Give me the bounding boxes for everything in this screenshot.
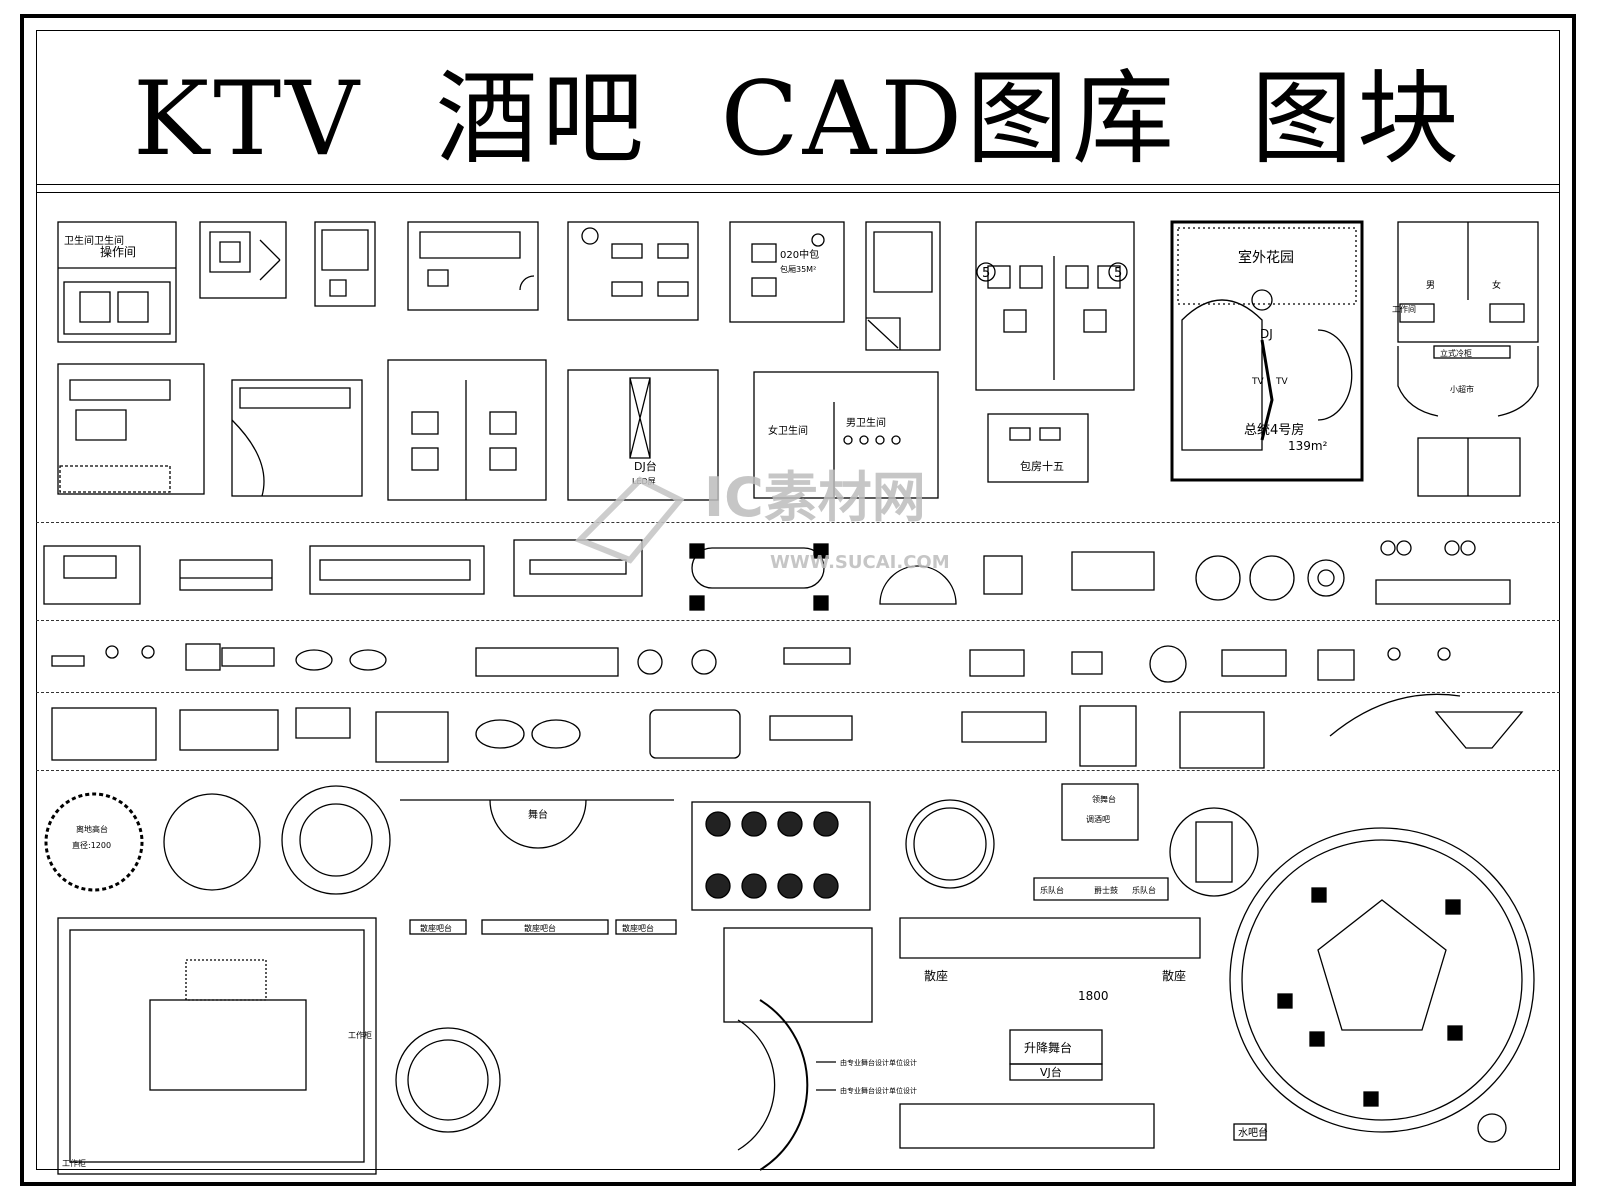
label-toilet-area: 卫生间卫生间 [64, 234, 124, 247]
inner-frame [36, 30, 1560, 1170]
label-female-wc: 女卫生间 [768, 424, 808, 437]
plan-public-wc: 女卫生间 男卫生间 [753, 371, 939, 499]
label-area-139: 139m² [1288, 439, 1328, 453]
section-divider-3 [36, 692, 1560, 693]
label-jazz: 爵士鼓 [1094, 885, 1118, 895]
label-dance: 领舞台 [1092, 794, 1116, 804]
scatter-seating-block: 舞台 散座吧台 散座吧台 散座吧台 [400, 799, 677, 935]
outer-frame [20, 14, 1576, 1186]
plan-room-c [407, 221, 539, 311]
label-female: 女 [1492, 279, 1501, 291]
label-work-r: 工作柜 [348, 1030, 372, 1040]
row-furniture-a [51, 643, 1451, 683]
plan-lounge-f [57, 363, 205, 495]
label-tv-2: TV [1275, 377, 1288, 387]
watermark: IC素材网 WWW.SUCAI.COM [574, 466, 950, 573]
label-room-020: 020中包 [780, 248, 819, 261]
label-band-2: 乐队台 [1132, 885, 1156, 895]
label-scatter-right: 散座 [1162, 968, 1186, 983]
plan-toilet-shop: 男 女 立式冷柜 小超市 [1397, 221, 1539, 417]
dance-floor-block: 由专业舞台设计单位设计 由专业舞台设计单位设计 [395, 999, 917, 1171]
plan-suite-4: 室外花园 DJ TV TV 总统4号房 139m² [1170, 220, 1364, 482]
label-scatter-left: 散座 [924, 968, 948, 983]
plan-lounge-b [314, 221, 376, 307]
label-op-room: 操作间 [100, 244, 136, 259]
plan-dj-room: DJ台 LED屏 [567, 369, 719, 501]
label-stage-note-2: 由专业舞台设计单位设计 [840, 1086, 917, 1095]
watermark-brand: IC素材网 [704, 466, 926, 529]
lift-stage-hall: 散座 散座 1800 升降舞台 VJ台 [723, 917, 1201, 1149]
section-divider-2 [36, 620, 1560, 621]
title-rule-top [36, 184, 1560, 185]
label-band-1: 乐队台 [1040, 885, 1064, 895]
label-outdoor-garden: 室外花园 [1238, 249, 1294, 266]
label-room-020-sub: 包厢35M² [780, 264, 816, 274]
label-stage: 舞台 [528, 808, 548, 821]
label-round-dia: 直径:1200 [72, 840, 111, 850]
watermark-logo-icon [574, 476, 685, 564]
ktv-floor-block: 工作柜 工作柜 [57, 917, 377, 1175]
plan-twin-box-g [387, 359, 547, 501]
section-divider-1 [36, 522, 1560, 523]
label-scatter-bar-2: 散座吧台 [524, 923, 556, 933]
label-male-wc: 男卫生间 [846, 416, 886, 429]
round-table-grid [691, 801, 871, 911]
plan-toilet-block [231, 379, 363, 497]
label-suite-4: 总统4号房 [1244, 422, 1304, 438]
label-small-shop: 小超市 [1450, 384, 1474, 394]
title-rule-bottom [36, 192, 1560, 193]
label-tv-1: TV [1251, 377, 1264, 387]
plan-small-wc [1417, 437, 1521, 497]
plan-room-d [567, 221, 699, 321]
row-sofas [51, 693, 1524, 769]
circular-ktv-plan: 水吧台 [1229, 827, 1535, 1143]
label-5a: 5 [982, 266, 990, 281]
page-title: KTV 酒吧 CAD图库 图块 [133, 59, 1463, 179]
label-stand-counter: 立式冷柜 [1440, 348, 1472, 358]
plan-box-15: 包房十五 [987, 413, 1089, 483]
plan-room-020: 020中包 包厢35M² [729, 221, 845, 323]
label-workroom: 工作间 [1392, 304, 1416, 314]
label-box-15: 包房十五 [1020, 459, 1064, 473]
label-5b: 5 [1114, 266, 1122, 281]
round-bar-block: 领舞台 调酒吧 乐队台 爵士鼓 乐队台 [905, 783, 1259, 901]
round-stage-block: 离地高台 直径:1200 [44, 785, 391, 895]
label-round-stage: 离地高台 [76, 824, 108, 834]
label-vj: VJ台 [1040, 1065, 1062, 1079]
plan-lounge-a [199, 221, 287, 299]
plan-room-e [865, 221, 941, 351]
label-water-bar: 水吧台 [1238, 1126, 1268, 1139]
plan-toilet-room [57, 221, 177, 343]
label-mix-bar: 调酒吧 [1086, 815, 1110, 824]
title-band: KTV 酒吧 CAD图库 图块 [36, 30, 1560, 190]
watermark-url: WWW.SUCAI.COM [770, 552, 950, 573]
plan-twin-box-5: 5 5 [975, 221, 1135, 391]
label-work-l: 工作柜 [62, 1158, 86, 1168]
section-divider-4 [36, 770, 1560, 771]
label-scatter-bar-1: 散座吧台 [420, 923, 452, 933]
label-lift-stage: 升降舞台 [1024, 1040, 1072, 1055]
label-male: 男 [1426, 280, 1435, 291]
label-dj: DJ [1260, 327, 1273, 341]
row-bar-counters [43, 539, 1511, 611]
label-dim-1800: 1800 [1078, 989, 1109, 1003]
label-dj-stage: DJ台 [634, 459, 657, 473]
label-scatter-bar-3: 散座吧台 [622, 923, 654, 933]
label-stage-note-1: 由专业舞台设计单位设计 [840, 1058, 917, 1067]
